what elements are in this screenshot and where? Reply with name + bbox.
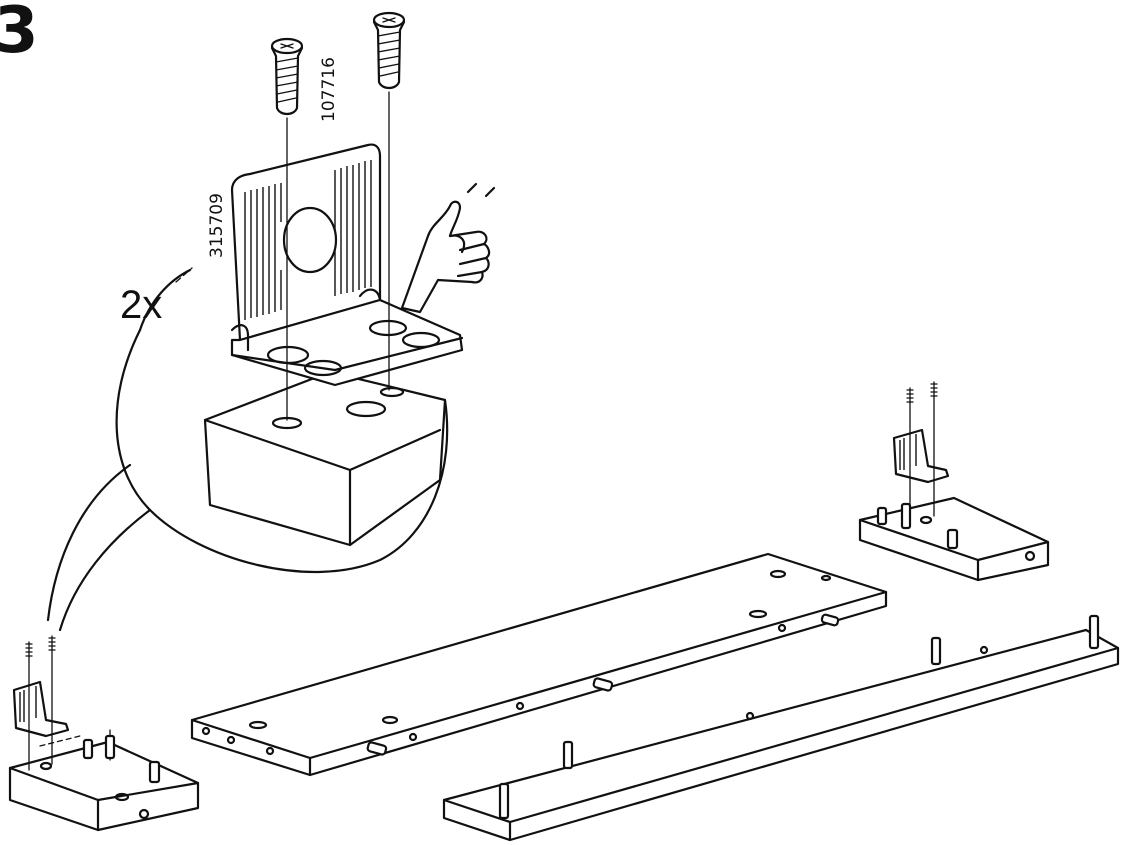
callout-magnifier [46,268,449,632]
bracket-part-number: 315709 [207,193,227,258]
left-block-assembly [8,635,200,832]
pointing-hand-icon [400,182,496,314]
zoom-wood-block [203,370,447,547]
zoom-screw-right [372,11,406,391]
quantity-leader [175,267,193,283]
quantity-label: 2x [120,283,162,327]
zoom-l-bracket [230,143,464,387]
zoom-screw-left [270,37,304,421]
step-number: 3 [0,0,39,68]
screw-part-number: 107716 [319,57,339,122]
right-block-assembly [858,381,1050,582]
long-board-front [190,552,888,777]
long-board-back [442,614,1120,842]
